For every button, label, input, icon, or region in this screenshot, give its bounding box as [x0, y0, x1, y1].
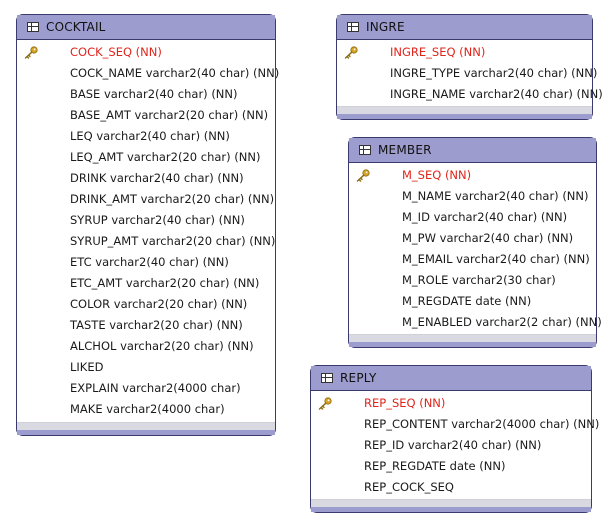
column-row[interactable]: BASE varchar2(40 char) (NN) [17, 84, 275, 105]
entity-footer [17, 422, 275, 435]
column-row[interactable]: SYRUP_AMT varchar2(20 char) (NN) [17, 231, 275, 252]
entity-reply[interactable]: REPLY REP_SEQ (NN) REP_CONTENT varchar2(4… [310, 365, 599, 513]
entity-header[interactable]: MEMBER [349, 138, 596, 163]
column-label: BASE varchar2(40 char) (NN) [70, 87, 238, 101]
column-row[interactable]: DRINK varchar2(40 char) (NN) [17, 168, 275, 189]
column-label: TASTE varchar2(20 char) (NN) [70, 318, 243, 332]
column-label: ETC_AMT varchar2(20 char) (NN) [70, 276, 260, 290]
key-icon [318, 397, 332, 410]
column-label: INGRE_SEQ (NN) [390, 45, 486, 59]
column-row[interactable]: TASTE varchar2(20 char) (NN) [17, 315, 275, 336]
entity-footer [337, 106, 592, 119]
column-label: REP_SEQ (NN) [364, 396, 446, 410]
column-list: M_SEQ (NN) M_NAME varchar2(40 char) (NN) M… [349, 163, 602, 333]
column-label: REP_ID varchar2(40 char) (NN) [364, 438, 542, 452]
primary-key-column[interactable]: M_SEQ (NN) [349, 165, 596, 186]
column-list: COCK_SEQ (NN) COCK_NAME varchar2(40 char)… [17, 40, 279, 420]
column-label: INGRE_TYPE varchar2(40 char) (NN) [390, 66, 598, 80]
column-label: M_ID varchar2(40 char) (NN) [402, 210, 568, 224]
column-label: MAKE varchar2(4000 char) [70, 402, 225, 416]
key-icon [24, 46, 38, 59]
entity-title: COCKTAIL [46, 20, 106, 34]
column-label: M_NAME varchar2(40 char) (NN) [402, 189, 589, 203]
column-row[interactable]: REP_REGDATE date (NN) [311, 456, 591, 477]
column-row[interactable]: M_NAME varchar2(40 char) (NN) [349, 186, 596, 207]
column-row[interactable]: M_ID varchar2(40 char) (NN) [349, 207, 596, 228]
column-row[interactable]: REP_ID varchar2(40 char) (NN) [311, 435, 591, 456]
column-label: DRINK_AMT varchar2(20 char) (NN) [70, 192, 275, 206]
column-row[interactable]: DRINK_AMT varchar2(20 char) (NN) [17, 189, 275, 210]
entity-member[interactable]: MEMBER M_SEQ (NN) M_NAME varchar2(40 char… [348, 137, 602, 348]
column-row[interactable]: MAKE varchar2(4000 char) [17, 399, 275, 420]
column-row[interactable]: REP_COCK_SEQ [311, 477, 591, 498]
column-label: INGRE_NAME varchar2(40 char) (NN) [390, 87, 603, 101]
entity-footer [349, 334, 596, 347]
column-row[interactable]: M_EMAIL varchar2(40 char) (NN) [349, 249, 596, 270]
column-label: M_PW varchar2(40 char) (NN) [402, 231, 574, 245]
column-label: ETC varchar2(40 char) (NN) [70, 255, 229, 269]
key-icon [344, 46, 358, 59]
column-label: COCK_SEQ (NN) [70, 45, 162, 59]
entity-footer [311, 499, 591, 512]
column-label: REP_REGDATE date (NN) [364, 459, 506, 473]
column-label: EXPLAIN varchar2(4000 char) [70, 381, 241, 395]
column-label: M_EMAIL varchar2(40 char) (NN) [402, 252, 590, 266]
column-row[interactable]: LEQ varchar2(40 char) (NN) [17, 126, 275, 147]
column-row[interactable]: M_ROLE varchar2(30 char) [349, 270, 596, 291]
table-icon [321, 373, 333, 383]
key-icon [356, 169, 370, 182]
column-row[interactable]: M_REGDATE date (NN) [349, 291, 596, 312]
column-label: M_REGDATE date (NN) [402, 294, 532, 308]
column-row[interactable]: COLOR varchar2(20 char) (NN) [17, 294, 275, 315]
column-row[interactable]: ALCHOL varchar2(20 char) (NN) [17, 336, 275, 357]
table-icon [27, 22, 39, 32]
column-list: INGRE_SEQ (NN) INGRE_TYPE varchar2(40 cha… [337, 40, 603, 105]
column-label: SYRUP_AMT varchar2(20 char) (NN) [70, 234, 276, 248]
column-list: REP_SEQ (NN) REP_CONTENT varchar2(4000 ch… [311, 391, 599, 498]
column-label: BASE_AMT varchar2(20 char) (NN) [70, 108, 269, 122]
column-label: ALCHOL varchar2(20 char) (NN) [70, 339, 254, 353]
column-label: DRINK varchar2(40 char) (NN) [70, 171, 244, 185]
column-label: REP_COCK_SEQ [364, 480, 454, 494]
column-label: SYRUP varchar2(40 char) (NN) [70, 213, 245, 227]
column-row[interactable]: EXPLAIN varchar2(4000 char) [17, 378, 275, 399]
column-label: LEQ varchar2(40 char) (NN) [70, 129, 230, 143]
column-row[interactable]: LEQ_AMT varchar2(20 char) (NN) [17, 147, 275, 168]
primary-key-column[interactable]: COCK_SEQ (NN) [17, 42, 275, 63]
column-label: M_SEQ (NN) [402, 168, 472, 182]
entity-title: INGRE [366, 20, 405, 34]
column-label: REP_CONTENT varchar2(4000 char) (NN) [364, 417, 600, 431]
column-label: COLOR varchar2(20 char) (NN) [70, 297, 248, 311]
column-label: LIKED [70, 360, 104, 374]
entity-title: REPLY [340, 371, 377, 385]
column-row[interactable]: ETC varchar2(40 char) (NN) [17, 252, 275, 273]
table-icon [347, 22, 359, 32]
column-row[interactable]: ETC_AMT varchar2(20 char) (NN) [17, 273, 275, 294]
column-row[interactable]: REP_CONTENT varchar2(4000 char) (NN) [311, 414, 599, 435]
entity-title: MEMBER [378, 143, 432, 157]
column-row[interactable]: INGRE_NAME varchar2(40 char) (NN) [337, 84, 603, 105]
column-label: LEQ_AMT varchar2(20 char) (NN) [70, 150, 261, 164]
column-row[interactable]: COCK_NAME varchar2(40 char) (NN) [17, 63, 279, 84]
column-row[interactable]: M_ENABLED varchar2(2 char) (NN) [349, 312, 602, 333]
entity-header[interactable]: COCKTAIL [17, 15, 275, 40]
column-label: M_ROLE varchar2(30 char) [402, 273, 556, 287]
entity-ingre[interactable]: INGRE INGRE_SEQ (NN) INGRE_TYPE varchar2(… [336, 14, 603, 120]
entity-header[interactable]: INGRE [337, 15, 592, 40]
column-label: COCK_NAME varchar2(40 char) (NN) [70, 66, 280, 80]
primary-key-column[interactable]: INGRE_SEQ (NN) [337, 42, 592, 63]
column-label: M_ENABLED varchar2(2 char) (NN) [402, 315, 602, 329]
column-row[interactable]: SYRUP varchar2(40 char) (NN) [17, 210, 275, 231]
column-row[interactable]: LIKED [17, 357, 275, 378]
primary-key-column[interactable]: REP_SEQ (NN) [311, 393, 591, 414]
column-row[interactable]: BASE_AMT varchar2(20 char) (NN) [17, 105, 275, 126]
entity-cocktail[interactable]: COCKTAIL COCK_SEQ (NN) COCK_NAME varchar2… [16, 14, 279, 436]
column-row[interactable]: M_PW varchar2(40 char) (NN) [349, 228, 596, 249]
entity-header[interactable]: REPLY [311, 366, 591, 391]
column-row[interactable]: INGRE_TYPE varchar2(40 char) (NN) [337, 63, 597, 84]
table-icon [359, 145, 371, 155]
